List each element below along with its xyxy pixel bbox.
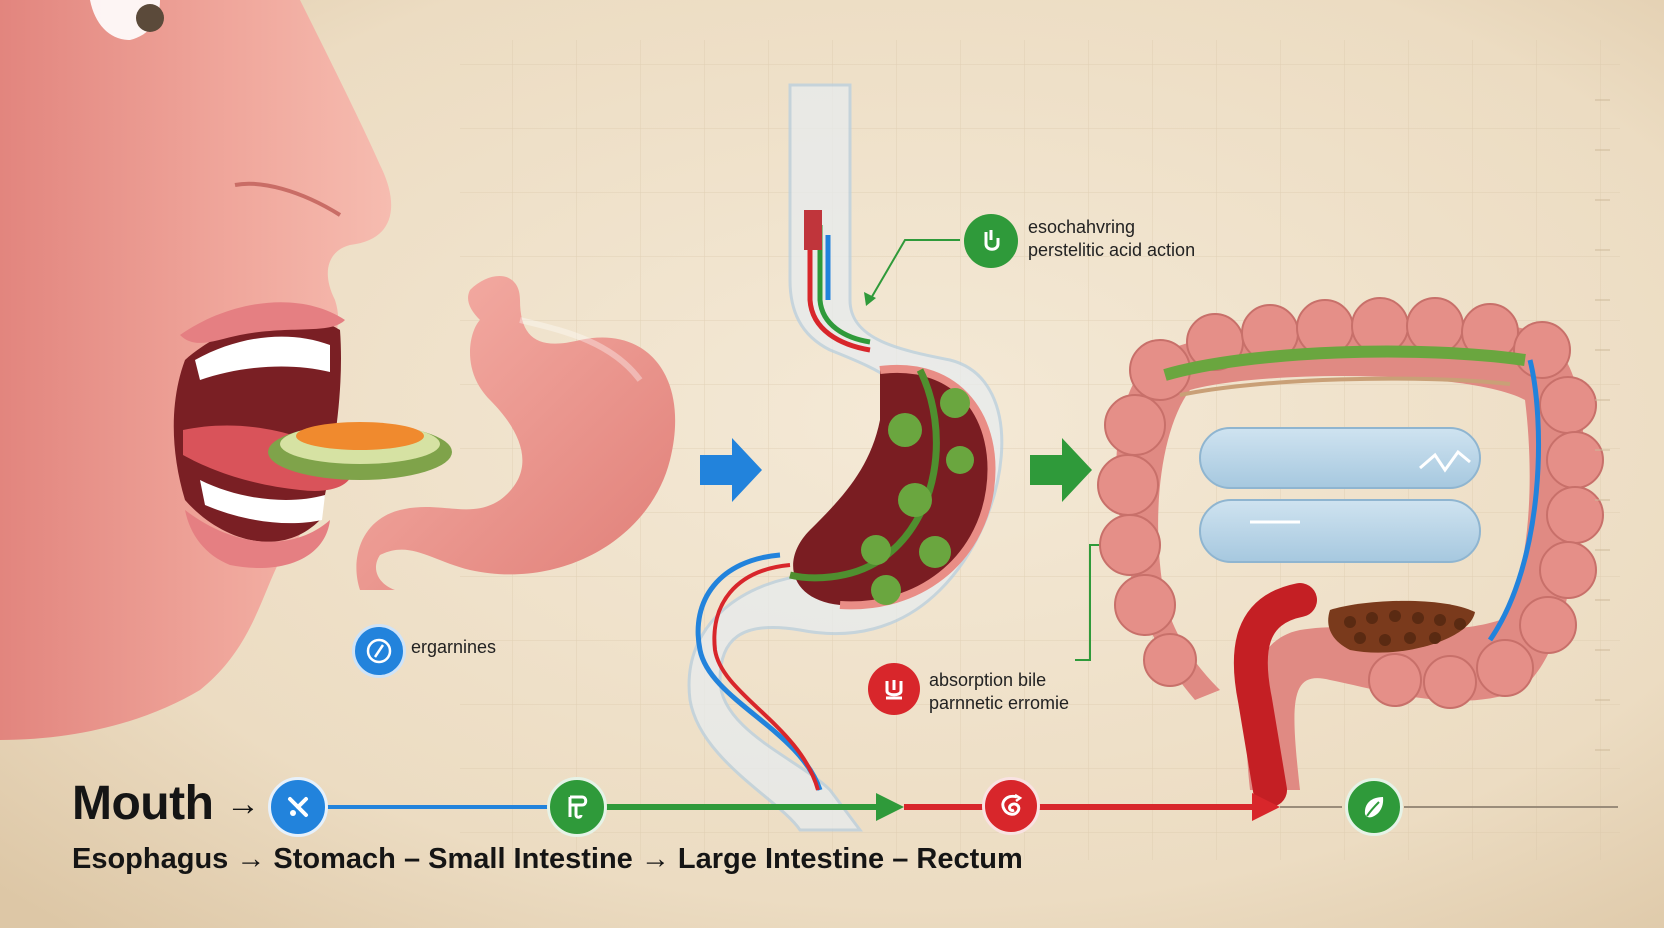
intestines-illustration xyxy=(1097,297,1604,807)
slash-icon xyxy=(366,638,392,664)
flow-arrow-1 xyxy=(700,438,762,502)
esophagus-annotation-line2: perstelitic acid action xyxy=(1028,240,1196,260)
intestine-annotation-line1: absorption bile xyxy=(929,670,1047,690)
esophagus-annotation-line1: esochahvring xyxy=(1028,217,1136,237)
flow-start-arrow: → xyxy=(226,785,260,823)
timeline-intestine-node xyxy=(982,777,1040,835)
flow-start-label: Mouth xyxy=(72,777,214,830)
flow-arrow-2 xyxy=(1030,438,1092,502)
axis-ticks xyxy=(1595,99,1610,751)
flow-sequence: Esophagus → Stomach – Small Intestine → … xyxy=(72,843,1023,875)
intestine-annotation-line2: parnnetic erromie xyxy=(929,693,1070,713)
bile-icon xyxy=(885,680,903,700)
timeline-mouth-node xyxy=(268,777,328,837)
intestine-badge xyxy=(868,663,920,715)
stomach-icon xyxy=(568,795,588,819)
mouth-badge xyxy=(352,624,406,678)
esophagus-pointer-head xyxy=(864,292,876,306)
intestine-icon xyxy=(1001,793,1023,816)
food-bolus xyxy=(268,422,452,480)
utensils-icon xyxy=(288,797,308,817)
face-illustration xyxy=(0,0,392,740)
esophagus-stomach-illustration xyxy=(687,83,1004,832)
timeline-stomach-node xyxy=(547,777,607,837)
leaf-icon xyxy=(1364,797,1384,818)
stomach-illustration xyxy=(356,276,676,590)
peristalsis-icon xyxy=(984,230,1000,251)
mouth-annotation: ergarnines xyxy=(411,637,497,657)
esophagus-pointer xyxy=(869,239,960,301)
timeline-rectum-node xyxy=(1345,778,1403,836)
timeline xyxy=(326,793,1618,821)
esophagus-badge xyxy=(964,214,1018,268)
